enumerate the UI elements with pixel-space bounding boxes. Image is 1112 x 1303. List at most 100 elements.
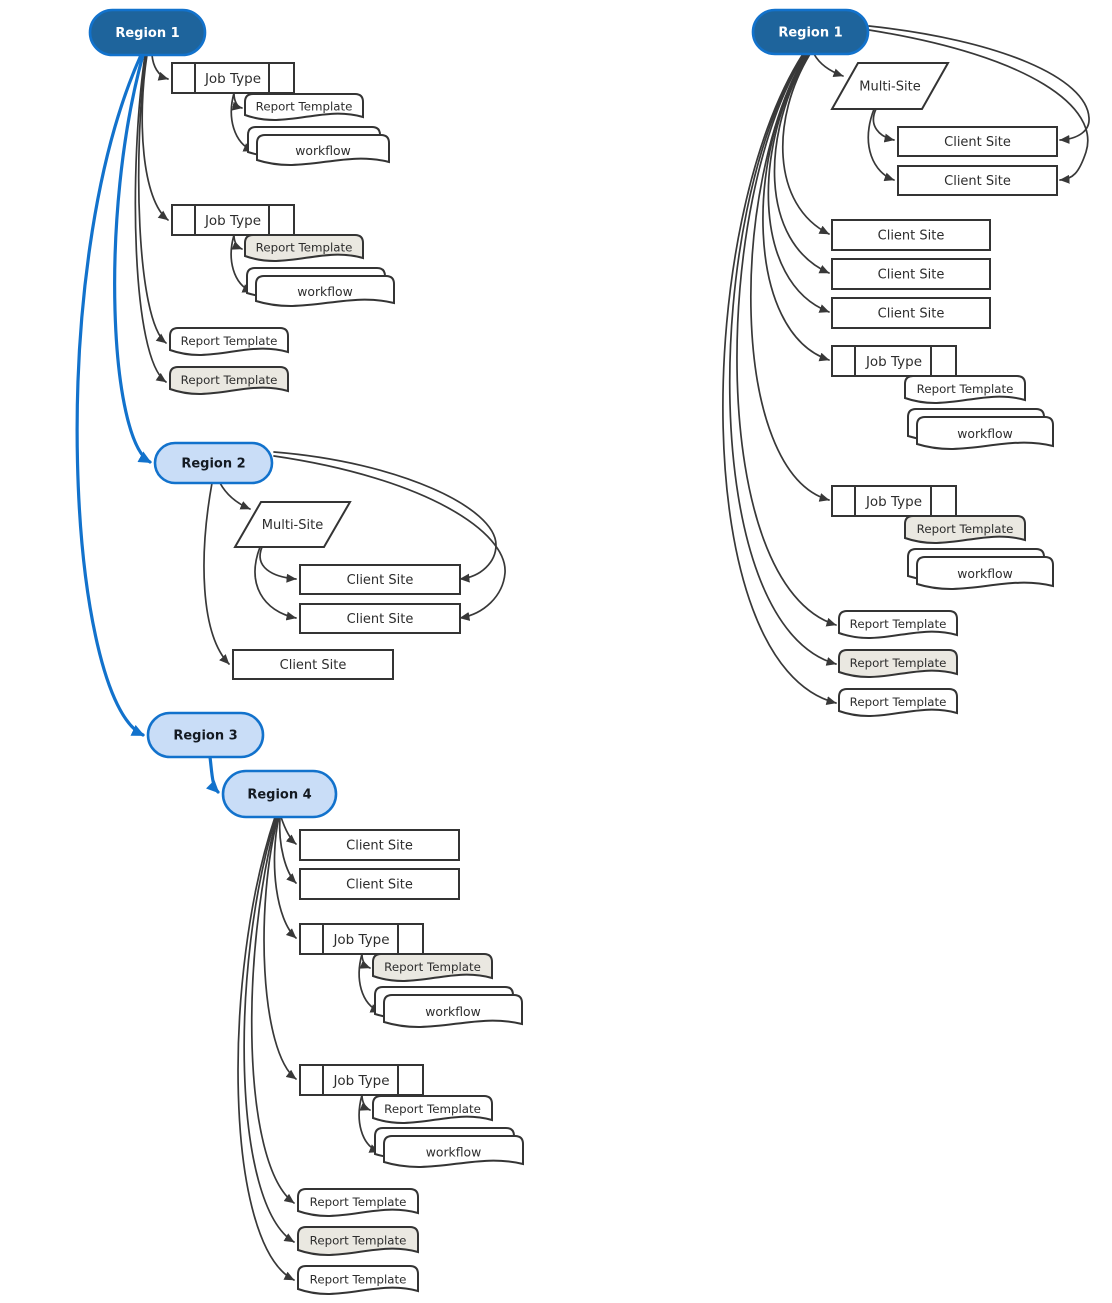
left-workflow-3-label: workflow bbox=[425, 1004, 481, 1019]
left-report-template-6-shape bbox=[372, 1095, 493, 1124]
left-workflow-1: workflow bbox=[247, 126, 390, 166]
edge-l-r1-rt4 bbox=[134, 54, 167, 383]
edge-r-r1-ms bbox=[813, 53, 844, 78]
left-multi-site-shape bbox=[233, 501, 352, 548]
left-report-template-9-label: Report Template bbox=[310, 1273, 407, 1287]
right-multi-site-label: Multi-Site bbox=[859, 80, 920, 95]
left-workflow-1-label: workflow bbox=[295, 143, 351, 158]
edge-l-r3-r4 bbox=[205, 755, 220, 794]
right-report-template-4-label: Report Template bbox=[850, 656, 947, 670]
edge-l-ms-cs1 bbox=[259, 546, 297, 583]
left-region-3-shape bbox=[146, 711, 265, 759]
left-multi-site: Multi-Site bbox=[233, 501, 352, 548]
left-report-template-4-shape bbox=[169, 366, 289, 395]
right-report-template-4: Report Template bbox=[838, 649, 958, 678]
left-workflow-3-shape bbox=[383, 994, 523, 1028]
right-client-site-4: Client Site bbox=[831, 258, 991, 290]
edge-l-r1-r3 bbox=[75, 53, 145, 737]
left-region-2-shape bbox=[153, 441, 274, 485]
left-report-template-7: Report Template bbox=[297, 1188, 419, 1217]
left-region-3-label: Region 3 bbox=[173, 729, 237, 744]
right-job-type-2: Job Type bbox=[831, 485, 957, 517]
right-client-site-3: Client Site bbox=[831, 219, 991, 251]
left-job-type-4: Job Type bbox=[299, 1064, 424, 1096]
right-client-site-4-shape bbox=[831, 258, 991, 290]
right-report-template-5: Report Template bbox=[838, 688, 958, 717]
right-client-site-3-shape bbox=[831, 219, 991, 251]
right-report-template-3-label: Report Template bbox=[850, 617, 947, 631]
left-client-site-1-label: Client Site bbox=[347, 573, 414, 588]
left-report-template-8: Report Template bbox=[297, 1226, 419, 1256]
right-client-site-2-label: Client Site bbox=[944, 174, 1011, 189]
right-report-template-2-shape bbox=[904, 515, 1026, 544]
left-client-site-2-shape bbox=[299, 603, 461, 634]
left-client-site-4-label: Client Site bbox=[346, 839, 413, 854]
right-report-template-4-shape bbox=[838, 649, 958, 678]
left-report-template-1-label: Report Template bbox=[256, 100, 353, 114]
left-workflow-1-shape bbox=[256, 134, 390, 166]
right-region-1-shape bbox=[751, 8, 870, 56]
left-workflow-4-shape bbox=[383, 1135, 524, 1168]
left-report-template-5: Report Template bbox=[372, 953, 493, 982]
right-region-1-label: Region 1 bbox=[778, 26, 842, 41]
right-client-site-5-label: Client Site bbox=[878, 307, 945, 322]
right-report-template-5-shape bbox=[838, 688, 958, 717]
right-report-template-2: Report Template bbox=[904, 515, 1026, 544]
left-client-site-5-shape bbox=[299, 868, 460, 900]
edge-r-ms-cs2 bbox=[867, 108, 895, 182]
left-report-template-3: Report Template bbox=[169, 327, 289, 356]
left-job-type-1-label: Job Type bbox=[204, 71, 261, 87]
edge-l-r4-jt4 bbox=[263, 816, 297, 1080]
edges-layer bbox=[75, 25, 1090, 1281]
edge-l-r4-rt7 bbox=[250, 816, 295, 1204]
right-client-site-1: Client Site bbox=[897, 126, 1058, 157]
right-multi-site-shape bbox=[830, 62, 950, 110]
edge-r-r1-cs5 bbox=[767, 53, 830, 313]
right-multi-site: Multi-Site bbox=[830, 62, 950, 110]
right-client-site-1-shape bbox=[897, 126, 1058, 157]
right-job-type-2-label: Job Type bbox=[865, 494, 922, 510]
edge-r-r1-cs4 bbox=[773, 53, 830, 274]
left-workflow-2-shape bbox=[255, 275, 395, 307]
edge-l-r1-jobtype1 bbox=[151, 54, 169, 81]
left-client-site-1: Client Site bbox=[299, 564, 461, 595]
right-workflow-1-label: workflow bbox=[957, 426, 1013, 441]
right-job-type-1: Job Type bbox=[831, 345, 957, 377]
left-report-template-1-shape bbox=[244, 93, 364, 121]
left-report-template-3-shape bbox=[169, 327, 289, 356]
right-client-site-2: Client Site bbox=[897, 165, 1058, 196]
left-client-site-4-shape bbox=[299, 829, 460, 861]
edge-r-r1-jt1 bbox=[762, 53, 830, 362]
right-workflow-2-shape bbox=[916, 556, 1054, 590]
left-job-type-1: Job Type bbox=[171, 62, 295, 94]
right-workflow-1: workflow bbox=[907, 408, 1054, 450]
left-region-4-shape bbox=[221, 769, 338, 819]
left-client-site-1-shape bbox=[299, 564, 461, 595]
edge-l-r2-cs2 bbox=[273, 455, 506, 621]
edge-l-r2-cs3 bbox=[203, 482, 230, 665]
left-report-template-5-shape bbox=[372, 953, 493, 982]
left-job-type-4-label: Job Type bbox=[332, 1073, 389, 1089]
left-workflow-2: workflow bbox=[246, 267, 395, 307]
left-client-site-3-shape bbox=[232, 649, 394, 680]
edge-r-r1-cs1 bbox=[868, 25, 1090, 144]
edge-r-r1-rt5 bbox=[722, 53, 837, 705]
left-report-template-2-shape bbox=[244, 234, 364, 262]
right-report-template-5-label: Report Template bbox=[850, 695, 947, 709]
right-client-site-5: Client Site bbox=[831, 297, 991, 329]
right-job-type-1-shape bbox=[831, 345, 957, 377]
edge-l-jt3-rt5 bbox=[359, 953, 371, 969]
left-client-site-2-label: Client Site bbox=[347, 612, 414, 627]
right-report-template-3: Report Template bbox=[838, 610, 958, 639]
left-report-template-8-label: Report Template bbox=[310, 1234, 407, 1248]
left-job-type-3-shape bbox=[299, 923, 424, 955]
edge-r-r1-rt3 bbox=[736, 53, 837, 627]
edge-l-r4-cs5 bbox=[278, 816, 297, 884]
edge-l-r2-cs1 bbox=[273, 451, 497, 583]
left-region-2: Region 2 bbox=[153, 441, 274, 485]
edge-l-r4-jt3 bbox=[273, 816, 297, 939]
left-report-template-3-label: Report Template bbox=[181, 334, 278, 348]
left-job-type-2: Job Type bbox=[171, 204, 295, 236]
left-report-template-6: Report Template bbox=[372, 1095, 493, 1124]
